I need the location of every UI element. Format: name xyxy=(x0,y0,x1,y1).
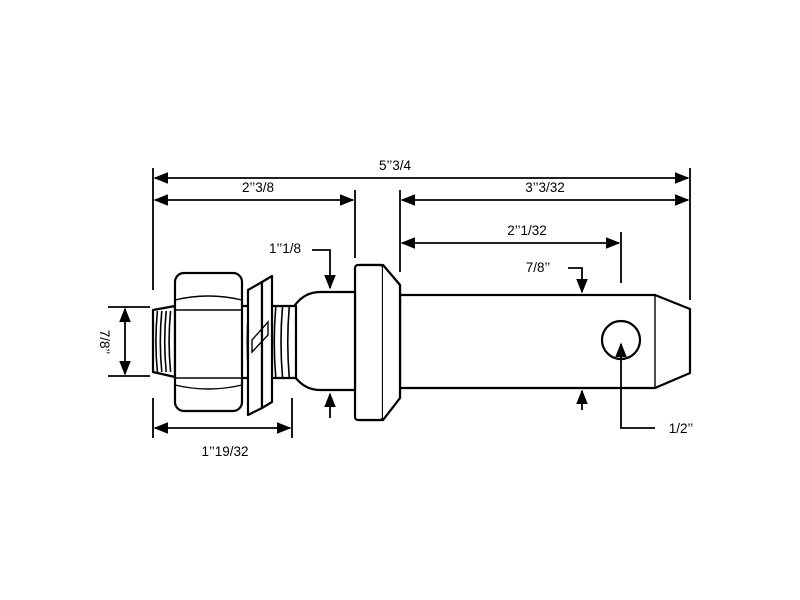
pin-body xyxy=(398,293,692,390)
lock-washer xyxy=(246,274,274,417)
dimension-labels: 5’’3/4 2’’3/8 3’’3/32 2’’1/32 1’’1/8 7/8… xyxy=(97,158,693,459)
hole-diameter-label: 1/2’’ xyxy=(669,421,694,436)
pin-diameter-label: 7/8’’ xyxy=(526,260,551,275)
thread-ridge xyxy=(163,310,167,373)
dimension-lines xyxy=(119,172,690,434)
thread-ridge xyxy=(286,306,291,378)
thread-length-label: 1’’19/32 xyxy=(201,444,248,459)
pin-dia-top-leader xyxy=(568,267,588,294)
thread-ridge xyxy=(273,306,277,378)
shoulder-diameter-label: 1’’1/8 xyxy=(269,241,301,256)
collar-to-tip-label: 3’’3/32 xyxy=(525,180,565,195)
thread-ridge xyxy=(280,306,284,378)
overall-length-label: 5’’3/4 xyxy=(379,158,412,173)
hex-nut xyxy=(173,271,244,413)
shoulder-dia-top-leader xyxy=(312,249,336,290)
thread-ridge xyxy=(155,310,159,373)
thread-to-collar-label: 2’’3/8 xyxy=(242,180,274,195)
pin-collar xyxy=(353,263,402,422)
thread-diameter-label: 7/8’’ xyxy=(97,330,112,355)
extension-lines xyxy=(108,168,691,438)
hole-leader xyxy=(615,342,655,429)
thread-ridge xyxy=(168,310,172,373)
pin-shoulder xyxy=(293,290,357,392)
collar-to-hole-label: 2’’1/32 xyxy=(507,223,547,238)
thread-ridge xyxy=(159,310,163,373)
